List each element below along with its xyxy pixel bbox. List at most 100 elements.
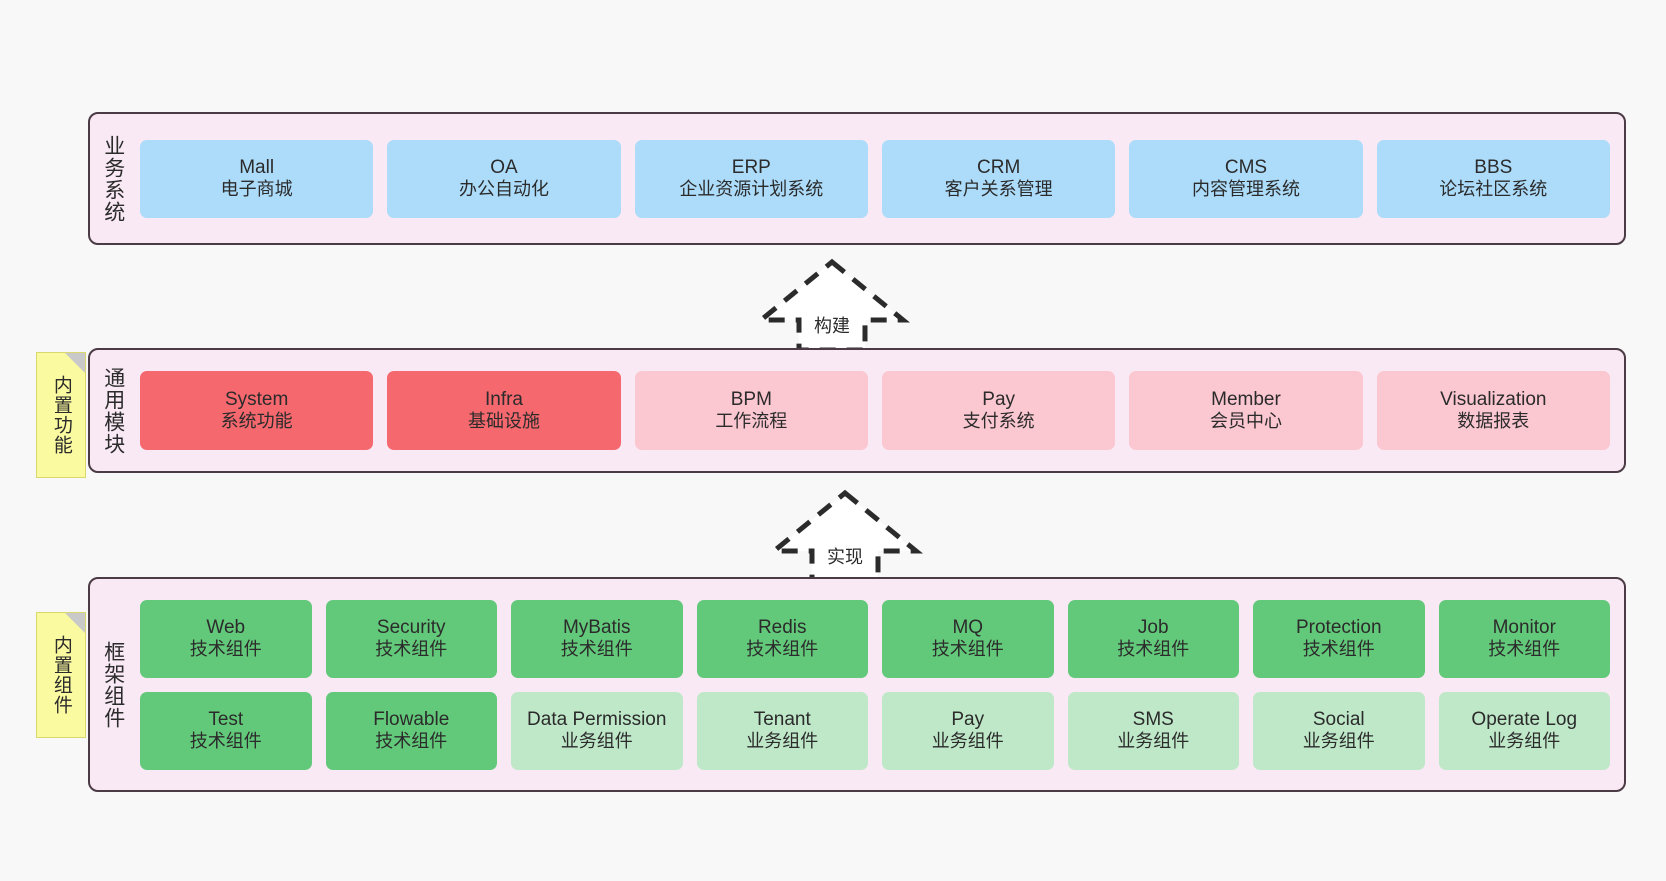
- node-title: Mall: [239, 156, 275, 178]
- node-redis[interactable]: Redis 技术组件: [696, 599, 868, 678]
- node-title: CMS: [1224, 156, 1268, 178]
- node-job[interactable]: Job 技术组件: [1067, 599, 1239, 678]
- node-desc: 技术组件: [1488, 639, 1561, 660]
- node-desc: 基础设施: [467, 411, 540, 432]
- node-protection[interactable]: Protection 技术组件: [1253, 599, 1425, 678]
- node-cms[interactable]: CMS 内容管理系统: [1129, 139, 1363, 218]
- node-system[interactable]: System 系统功能: [140, 371, 374, 450]
- node-desc: 技术组件: [375, 731, 448, 752]
- node-desc: 内容管理系统: [1191, 179, 1300, 200]
- node-pay-component[interactable]: Pay 业务组件: [882, 691, 1054, 770]
- node-member[interactable]: Member 会员中心: [1129, 371, 1363, 450]
- node-desc: 技术组件: [746, 639, 819, 660]
- node-title: Flowable: [373, 708, 450, 730]
- node-title: Security: [376, 616, 446, 638]
- node-crm[interactable]: CRM 客户关系管理: [881, 139, 1116, 218]
- node-title: Visualization: [1440, 388, 1547, 410]
- note-built-in-component: 内置组件: [36, 612, 86, 738]
- node-flowable[interactable]: Flowable 技术组件: [325, 691, 497, 770]
- node-desc: 数据报表: [1457, 411, 1530, 432]
- layer-label-common: 通用模块: [101, 366, 125, 455]
- node-title: MQ: [952, 616, 984, 638]
- node-title: Pay: [951, 708, 985, 730]
- node-title: Data Permission: [527, 708, 667, 730]
- node-infra[interactable]: Infra 基础设施: [387, 371, 621, 450]
- node-desc: 电子商城: [220, 179, 293, 200]
- node-row: Test 技术组件 Flowable 技术组件 Data Permission …: [140, 691, 1610, 770]
- node-desc: 技术组件: [1117, 639, 1190, 660]
- connector-build-arrow: 构建: [753, 258, 911, 353]
- node-mybatis[interactable]: MyBatis 技术组件: [511, 599, 683, 678]
- node-web[interactable]: Web 技术组件: [140, 599, 312, 678]
- node-title: Protection: [1295, 616, 1382, 638]
- node-bpm[interactable]: BPM 工作流程: [634, 371, 868, 450]
- node-title: Infra: [484, 388, 523, 410]
- node-desc: 业务组件: [746, 731, 819, 752]
- layer-business-system: 业务系统 Mall 电子商城 OA 办公自动化 ERP 企业资源计划系统 CRM…: [88, 112, 1626, 245]
- node-title: Job: [1137, 616, 1169, 638]
- node-tenant[interactable]: Tenant 业务组件: [696, 691, 868, 770]
- node-desc: 会员中心: [1209, 411, 1282, 432]
- node-test[interactable]: Test 技术组件: [140, 691, 312, 770]
- node-mall[interactable]: Mall 电子商城: [140, 139, 374, 218]
- node-desc: 系统功能: [220, 411, 293, 432]
- node-desc: 技术组件: [560, 639, 633, 660]
- node-social[interactable]: Social 业务组件: [1253, 691, 1425, 770]
- layer-label-business: 业务系统: [101, 134, 125, 223]
- node-row: System 系统功能 Infra 基础设施 BPM 工作流程 Pay 支付系统…: [140, 371, 1610, 450]
- node-title: ERP: [731, 156, 771, 178]
- node-erp[interactable]: ERP 企业资源计划系统: [634, 139, 868, 218]
- node-desc: 业务组件: [1117, 731, 1190, 752]
- connector-implement-arrow: 实现: [766, 489, 924, 584]
- node-operate-log[interactable]: Operate Log 业务组件: [1438, 691, 1610, 770]
- node-title: OA: [490, 156, 518, 178]
- node-desc: 业务组件: [1488, 731, 1561, 752]
- node-desc: 企业资源计划系统: [679, 179, 824, 200]
- node-title: BPM: [730, 388, 772, 410]
- node-desc: 支付系统: [962, 411, 1035, 432]
- layer-label-frame: 框架组件: [101, 640, 125, 729]
- node-bbs[interactable]: BBS 论坛社区系统: [1376, 139, 1610, 218]
- node-desc: 办公自动化: [458, 179, 549, 200]
- node-row: Mall 电子商城 OA 办公自动化 ERP 企业资源计划系统 CRM 客户关系…: [140, 139, 1610, 218]
- node-desc: 工作流程: [715, 411, 788, 432]
- node-title: System: [224, 388, 289, 410]
- node-grid: Web 技术组件 Security 技术组件 MyBatis 技术组件 Redi…: [140, 599, 1610, 770]
- node-row: Web 技术组件 Security 技术组件 MyBatis 技术组件 Redi…: [140, 599, 1610, 678]
- node-title: Monitor: [1492, 616, 1556, 638]
- node-title: Web: [206, 616, 246, 638]
- layer-common-modules: 通用模块 System 系统功能 Infra 基础设施 BPM 工作流程 Pay…: [88, 348, 1626, 473]
- node-pay-module[interactable]: Pay 支付系统: [881, 371, 1116, 450]
- node-title: Tenant: [753, 708, 811, 730]
- node-desc: 业务组件: [560, 731, 633, 752]
- node-mq[interactable]: MQ 技术组件: [882, 599, 1054, 678]
- node-desc: 技术组件: [189, 731, 262, 752]
- node-visualization[interactable]: Visualization 数据报表: [1376, 371, 1610, 450]
- node-security[interactable]: Security 技术组件: [325, 599, 497, 678]
- node-desc: 业务组件: [931, 731, 1004, 752]
- node-data-permission[interactable]: Data Permission 业务组件: [511, 691, 683, 770]
- node-title: SMS: [1132, 708, 1174, 730]
- node-desc: 技术组件: [931, 639, 1004, 660]
- layer-body-common: System 系统功能 Infra 基础设施 BPM 工作流程 Pay 支付系统…: [136, 350, 1624, 471]
- node-desc: 技术组件: [189, 639, 262, 660]
- node-desc: 论坛社区系统: [1439, 179, 1548, 200]
- node-desc: 客户关系管理: [944, 179, 1053, 200]
- node-title: Redis: [757, 616, 807, 638]
- note-label: 内置功能: [50, 375, 72, 455]
- node-oa[interactable]: OA 办公自动化: [387, 139, 621, 218]
- node-desc: 技术组件: [1302, 639, 1375, 660]
- node-title: MyBatis: [562, 616, 631, 638]
- node-title: Operate Log: [1471, 708, 1578, 730]
- node-monitor[interactable]: Monitor 技术组件: [1438, 599, 1610, 678]
- node-title: BBS: [1474, 156, 1513, 178]
- note-label: 内置组件: [50, 635, 72, 715]
- node-sms[interactable]: SMS 业务组件: [1067, 691, 1239, 770]
- layer-body-frame: Web 技术组件 Security 技术组件 MyBatis 技术组件 Redi…: [136, 579, 1624, 790]
- node-title: Member: [1211, 388, 1281, 410]
- layer-framework-components: 框架组件 Web 技术组件 Security 技术组件 MyBatis 技术组件: [88, 577, 1626, 792]
- node-title: CRM: [977, 156, 1021, 178]
- note-built-in-function: 内置功能: [36, 352, 86, 478]
- node-desc: 技术组件: [375, 639, 448, 660]
